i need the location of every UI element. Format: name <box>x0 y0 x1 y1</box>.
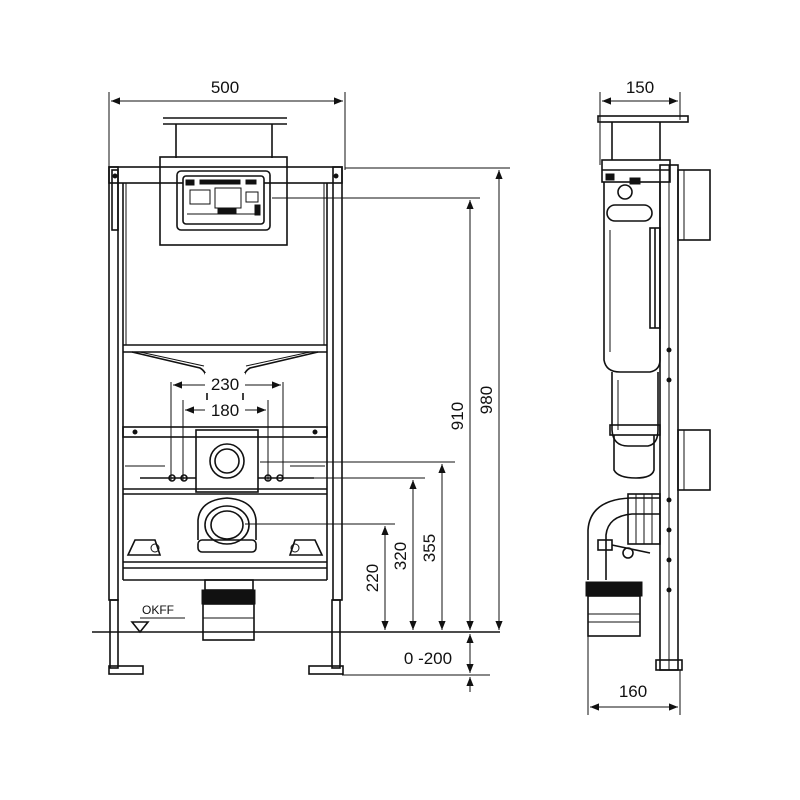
height-355-label: 355 <box>420 534 439 562</box>
top-handle <box>163 117 287 158</box>
width-label: 500 <box>211 78 239 97</box>
front-view: 500 <box>92 78 510 692</box>
drain-elbow-side <box>585 493 661 637</box>
outlet-spacing-outer-label: 230 <box>211 375 239 394</box>
outlet-spacing-inner-label: 180 <box>211 401 239 420</box>
adjust-range-label: 0 -200 <box>404 649 452 668</box>
depth-top-dimension: 150 <box>599 78 681 165</box>
floor-level: OKFF <box>92 603 500 634</box>
outlet-spacing-dimensions: 230 180 <box>170 373 284 480</box>
height-dimensions: 980 910 355 320 220 0 -200 <box>245 167 510 692</box>
depth-bottom-dimension: 160 <box>587 636 681 715</box>
height-320-label: 320 <box>391 542 410 570</box>
height-220-label: 220 <box>363 564 382 592</box>
height-980-label: 980 <box>477 386 496 414</box>
height-910-label: 910 <box>448 402 467 430</box>
frame-post-side <box>649 164 711 671</box>
cistern-side <box>601 159 671 479</box>
floor-label: OKFF <box>142 603 174 617</box>
depth-top-label: 150 <box>626 78 654 97</box>
inlet-crossbar <box>122 426 328 495</box>
width-dimension: 500 <box>108 78 346 170</box>
drain-outlet <box>123 497 327 641</box>
depth-bottom-label: 160 <box>619 682 647 701</box>
side-view: 150 <box>585 78 711 715</box>
flush-plate-area <box>159 156 288 246</box>
